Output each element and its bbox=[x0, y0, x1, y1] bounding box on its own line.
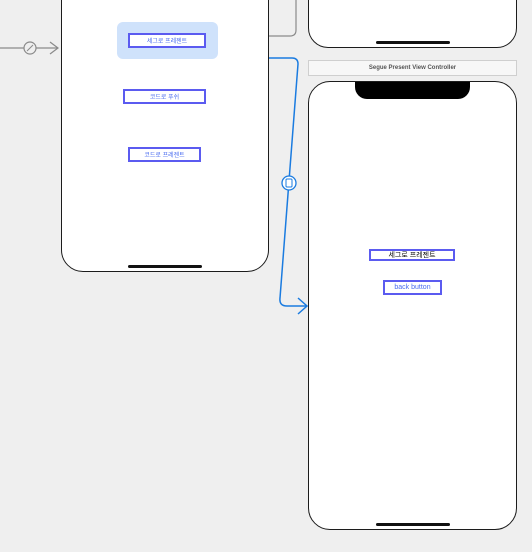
code-present-button[interactable]: 코드로 프레젠트 bbox=[128, 147, 201, 162]
presented-title-label: 세그로 프레젠트 bbox=[369, 249, 455, 261]
push-home-indicator bbox=[376, 41, 450, 44]
presented-home-indicator bbox=[376, 523, 450, 526]
presented-scene-title[interactable]: Segue Present View Controller bbox=[308, 60, 517, 76]
code-present-button-label: 코드로 프레젠트 bbox=[144, 153, 185, 159]
entry-arrow-head bbox=[49, 41, 59, 55]
code-push-button-label: 코드로 푸쉬 bbox=[149, 95, 180, 101]
source-home-indicator bbox=[128, 265, 202, 268]
push-scene-phone[interactable] bbox=[308, 0, 517, 48]
present-segue-arrowhead bbox=[297, 297, 309, 315]
presented-scene-phone[interactable] bbox=[308, 81, 517, 530]
push-segue-line bbox=[268, 0, 297, 37]
segue-icon[interactable] bbox=[281, 175, 297, 191]
segue-present-button-label: 세그로 프레젠트 bbox=[146, 39, 188, 45]
presented-title-text: 세그로 프레젠트 bbox=[388, 252, 436, 259]
code-push-button[interactable]: 코드로 푸쉬 bbox=[123, 89, 206, 104]
back-button[interactable]: back button bbox=[383, 280, 442, 295]
back-button-label: back button bbox=[394, 284, 431, 291]
segue-present-button[interactable]: 세그로 프레젠트 bbox=[128, 33, 206, 48]
phone-notch bbox=[355, 82, 470, 99]
